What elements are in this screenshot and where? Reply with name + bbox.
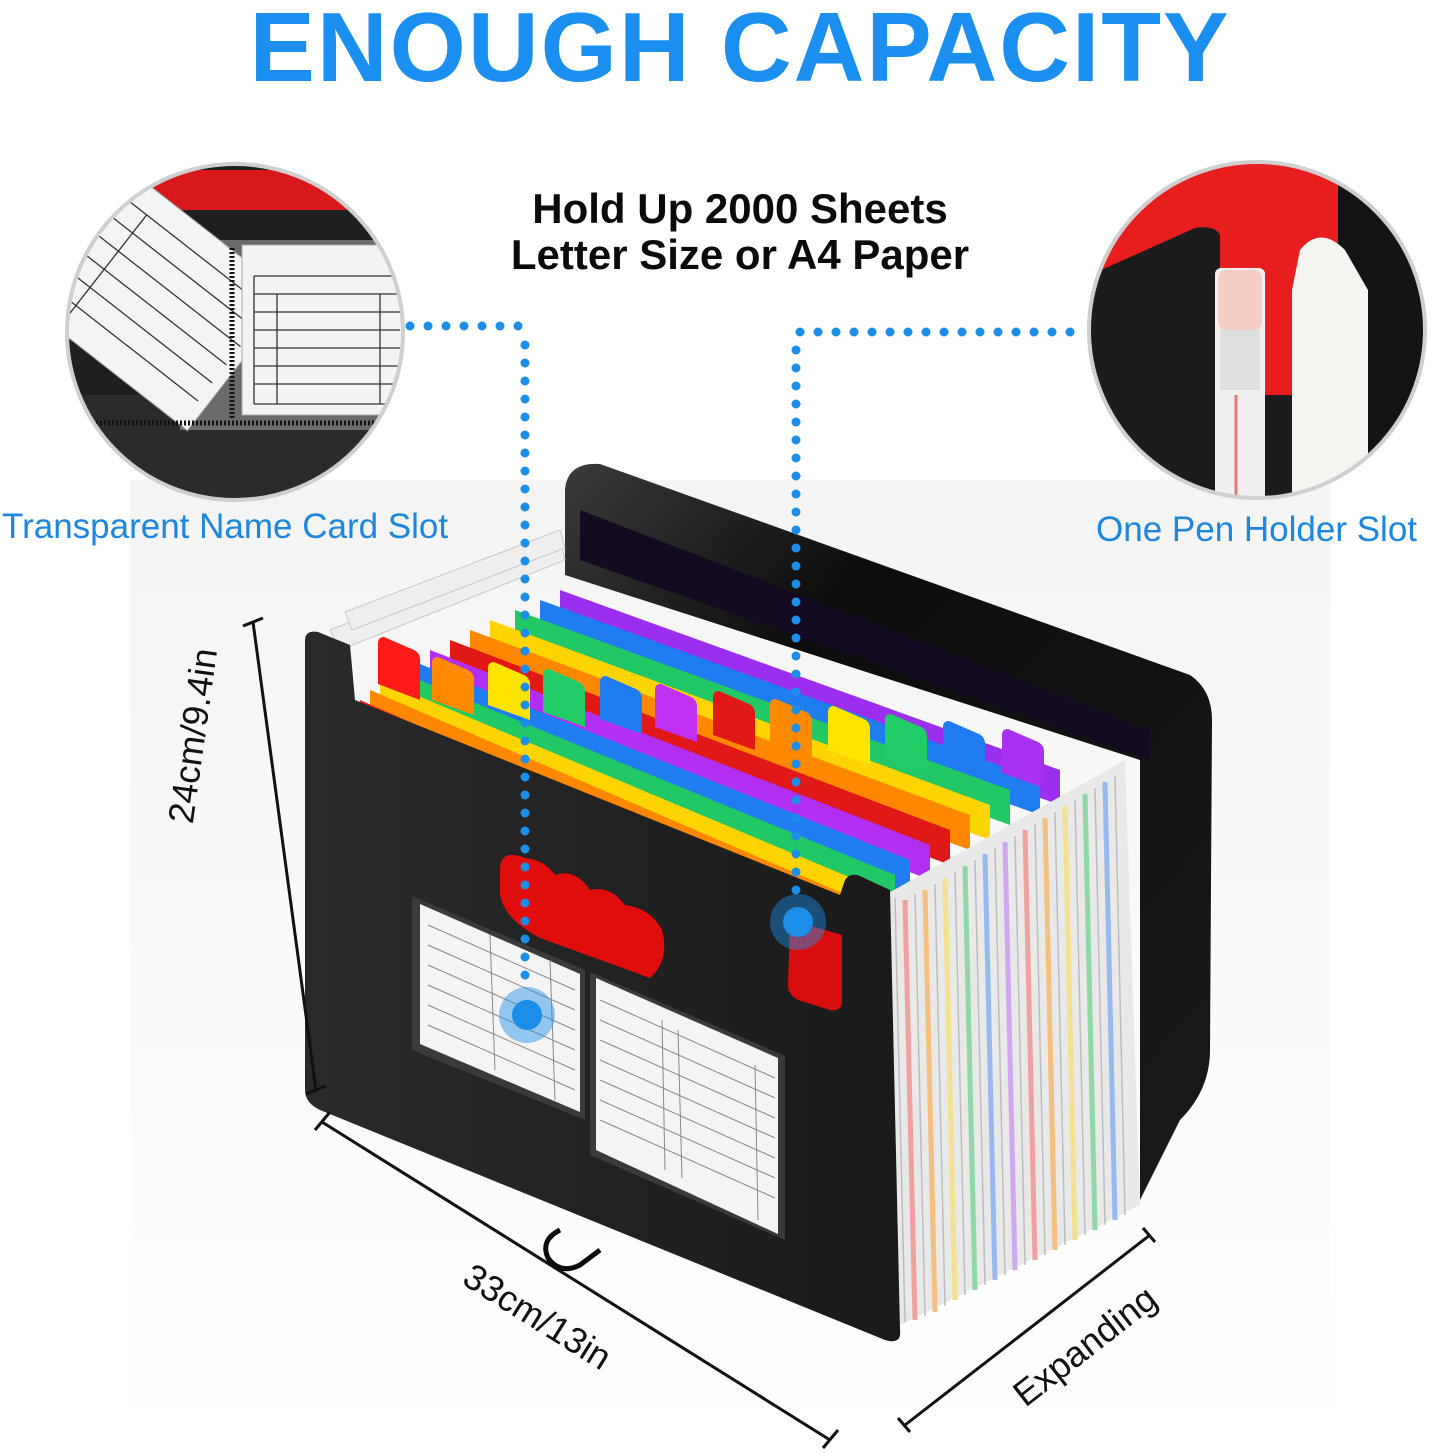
accordion-gusset bbox=[885, 760, 1140, 1325]
subtitle-line-2: Letter Size or A4 Paper bbox=[510, 231, 970, 278]
pen-holder-closeup bbox=[1089, 162, 1425, 498]
index-tabs bbox=[378, 637, 1044, 788]
page-title: ENOUGH CAPACITY bbox=[249, 0, 1231, 102]
hotspot-right bbox=[783, 907, 813, 937]
glue-stick bbox=[1292, 237, 1368, 498]
callout-pen-holder-slot: One Pen Holder Slot bbox=[1096, 510, 1418, 549]
name-card-closeup bbox=[67, 164, 403, 500]
handle-cutout bbox=[500, 854, 665, 978]
pen-slot-cutout bbox=[788, 920, 842, 1011]
subtitle-line-1: Hold Up 2000 Sheets bbox=[532, 185, 948, 232]
callout-name-card-slot: Transparent Name Card Slot bbox=[2, 507, 449, 546]
elastic-closure bbox=[543, 1227, 602, 1272]
pen bbox=[1215, 268, 1265, 498]
name-card-windows bbox=[412, 896, 785, 1240]
leader-line-left bbox=[405, 321, 523, 331]
accordion-sheets-top bbox=[329, 529, 566, 651]
capacity-subtitle: Hold Up 2000 Sheets Letter Size or A4 Pa… bbox=[440, 186, 1040, 278]
hotspot-left bbox=[512, 1000, 542, 1030]
dimension-lines bbox=[242, 616, 1157, 1449]
